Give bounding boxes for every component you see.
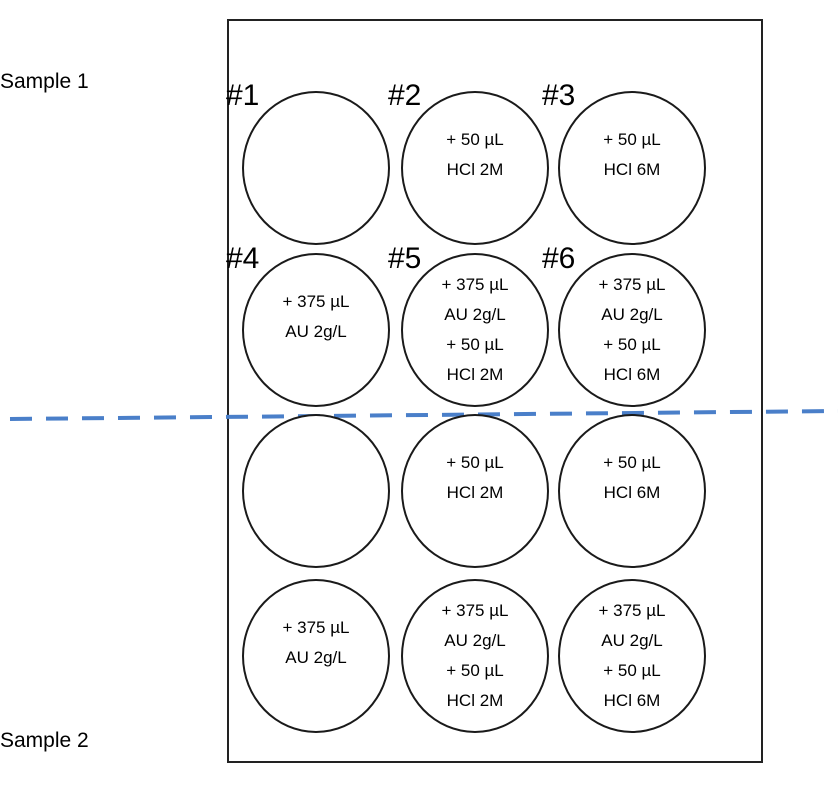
well-reagent-line: + 50 µL bbox=[603, 453, 661, 472]
well-sample-2-4: + 375 µL AU 2g/L bbox=[242, 579, 390, 733]
well-reagent-line: HCl 2M bbox=[446, 160, 504, 179]
sample-2-label: Sample 2 bbox=[0, 729, 89, 752]
well-reagent-line: AU 2g/L bbox=[444, 631, 506, 650]
well-sample-1-3: + 50 µL HCl 6M bbox=[558, 91, 706, 245]
well-sample-2-6: + 375 µL AU 2g/L + 50 µL HCl 6M bbox=[558, 579, 706, 733]
well-reagent-line: + 375 µL bbox=[598, 601, 666, 620]
well-reagent-line: + 50 µL bbox=[446, 661, 504, 680]
well-reagent-line: AU 2g/L bbox=[285, 322, 347, 341]
well-reagent-line: HCl 6M bbox=[603, 365, 661, 384]
well-reagent-line: + 375 µL bbox=[282, 618, 350, 637]
well-number-3: #3 bbox=[542, 79, 576, 112]
well-sample-1-6: + 375 µL AU 2g/L + 50 µL HCl 6M bbox=[558, 253, 706, 407]
well-reagent-line: HCl 6M bbox=[603, 483, 661, 502]
well-sample-1-5: + 375 µL AU 2g/L + 50 µL HCl 2M bbox=[401, 253, 549, 407]
well-reagent-line: + 50 µL bbox=[446, 130, 504, 149]
well-reagent-line: + 50 µL bbox=[446, 453, 504, 472]
well-sample-1-2: + 50 µL HCl 2M bbox=[401, 91, 549, 245]
well-reagent-line: + 50 µL bbox=[446, 335, 504, 354]
well-reagent-line: HCl 2M bbox=[446, 483, 504, 502]
well-sample-2-1 bbox=[242, 414, 390, 568]
well-reagent-line: + 50 µL bbox=[603, 130, 661, 149]
well-reagent-line: HCl 6M bbox=[603, 691, 661, 710]
well-sample-1-1 bbox=[242, 91, 390, 245]
well-reagent-line: HCl 2M bbox=[446, 365, 504, 384]
well-reagent-line: + 375 µL bbox=[441, 275, 509, 294]
well-reagent-line: HCl 6M bbox=[603, 160, 661, 179]
well-plate bbox=[227, 19, 763, 763]
well-reagent-line: + 50 µL bbox=[603, 335, 661, 354]
well-number-4: #4 bbox=[226, 242, 260, 275]
well-reagent-line: AU 2g/L bbox=[601, 631, 663, 650]
well-sample-2-2: + 50 µL HCl 2M bbox=[401, 414, 549, 568]
well-sample-2-3: + 50 µL HCl 6M bbox=[558, 414, 706, 568]
well-sample-1-4: + 375 µL AU 2g/L bbox=[242, 253, 390, 407]
well-reagent-line: AU 2g/L bbox=[444, 305, 506, 324]
well-reagent-line: + 375 µL bbox=[441, 601, 509, 620]
sample-1-label: Sample 1 bbox=[0, 70, 89, 93]
well-number-1: #1 bbox=[226, 79, 260, 112]
well-sample-2-5: + 375 µL AU 2g/L + 50 µL HCl 2M bbox=[401, 579, 549, 733]
well-reagent-line: + 50 µL bbox=[603, 661, 661, 680]
well-reagent-line: + 375 µL bbox=[282, 292, 350, 311]
well-number-6: #6 bbox=[542, 242, 576, 275]
well-reagent-line: AU 2g/L bbox=[601, 305, 663, 324]
well-reagent-line: + 375 µL bbox=[598, 275, 666, 294]
well-number-2: #2 bbox=[388, 79, 422, 112]
well-reagent-line: HCl 2M bbox=[446, 691, 504, 710]
well-reagent-line: AU 2g/L bbox=[285, 648, 347, 667]
well-number-5: #5 bbox=[388, 242, 422, 275]
